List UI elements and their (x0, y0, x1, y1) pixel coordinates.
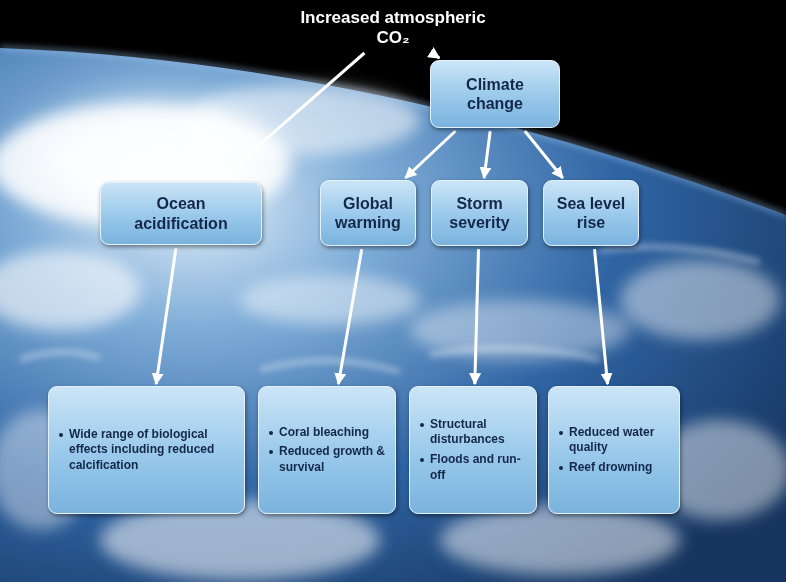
bullet-item: Structural disturbances (418, 417, 528, 448)
effect-box: Sea level rise (543, 180, 639, 246)
source-text: Increased atmospheric CO₂ (283, 8, 503, 48)
bullet-text: Reduced water quality (569, 425, 671, 456)
bullet-text: Reef drowning (569, 460, 652, 476)
text-line: Storm severity (440, 194, 519, 232)
text-line: Climate change (439, 75, 551, 113)
bullet-text: Coral bleaching (279, 425, 369, 441)
effect-box: Storm severity (431, 180, 528, 246)
text-line: Sea level rise (552, 194, 630, 232)
bullet-item: Coral bleaching (267, 425, 387, 441)
arrow-connector (405, 131, 455, 178)
arrow-connector (525, 131, 563, 178)
box-title: Ocean acidification (109, 194, 253, 232)
source-label: Increased atmospheric CO₂ (283, 6, 503, 50)
arrow-connector (475, 249, 479, 384)
text-line: Global warming (329, 194, 407, 232)
bullet-item: Reduced growth & survival (267, 444, 387, 475)
bullet-dot (559, 466, 563, 470)
text-line: Ocean acidification (109, 194, 253, 232)
bullet-text: Structural disturbances (430, 417, 528, 448)
bullet-item: Reduced water quality (557, 425, 671, 456)
bullet-dot (420, 423, 424, 427)
effect-box: Ocean acidification (100, 182, 262, 245)
bullet-dot (269, 450, 273, 454)
text-line: Increased atmospheric CO₂ (283, 8, 503, 48)
box-title: Sea level rise (552, 194, 630, 232)
bullet-dot (59, 433, 63, 437)
arrow-connector (219, 53, 364, 180)
bullet-item: Wide range of biological effects includi… (57, 427, 236, 474)
box-title: Climate change (439, 75, 551, 113)
bullet-dot (269, 431, 273, 435)
impact-box: Wide range of biological effects includi… (48, 386, 245, 514)
bullet-text: Reduced growth & survival (279, 444, 387, 475)
box-title: Storm severity (440, 194, 519, 232)
arrow-connector (484, 131, 490, 178)
arrow-connector (432, 53, 440, 58)
clouds (0, 85, 786, 580)
bullet-item: Floods and run-off (418, 452, 528, 483)
bullet-dot (559, 431, 563, 435)
bullet-item: Reef drowning (557, 460, 671, 476)
effect-box: Global warming (320, 180, 416, 246)
box-title: Global warming (329, 194, 407, 232)
arrow-connector (594, 249, 607, 384)
bullet-text: Floods and run-off (430, 452, 528, 483)
cause-box: Climate change (430, 60, 560, 128)
impact-box: Reduced water qualityReef drowning (548, 386, 680, 514)
arrow-connector (338, 249, 361, 384)
impact-box: Structural disturbancesFloods and run-of… (409, 386, 537, 514)
arrow-connector (156, 248, 176, 384)
bullet-text: Wide range of biological effects includi… (69, 427, 236, 474)
impact-box: Coral bleachingReduced growth & survival (258, 386, 396, 514)
bullet-dot (420, 458, 424, 462)
cloud-streaks (20, 247, 760, 372)
